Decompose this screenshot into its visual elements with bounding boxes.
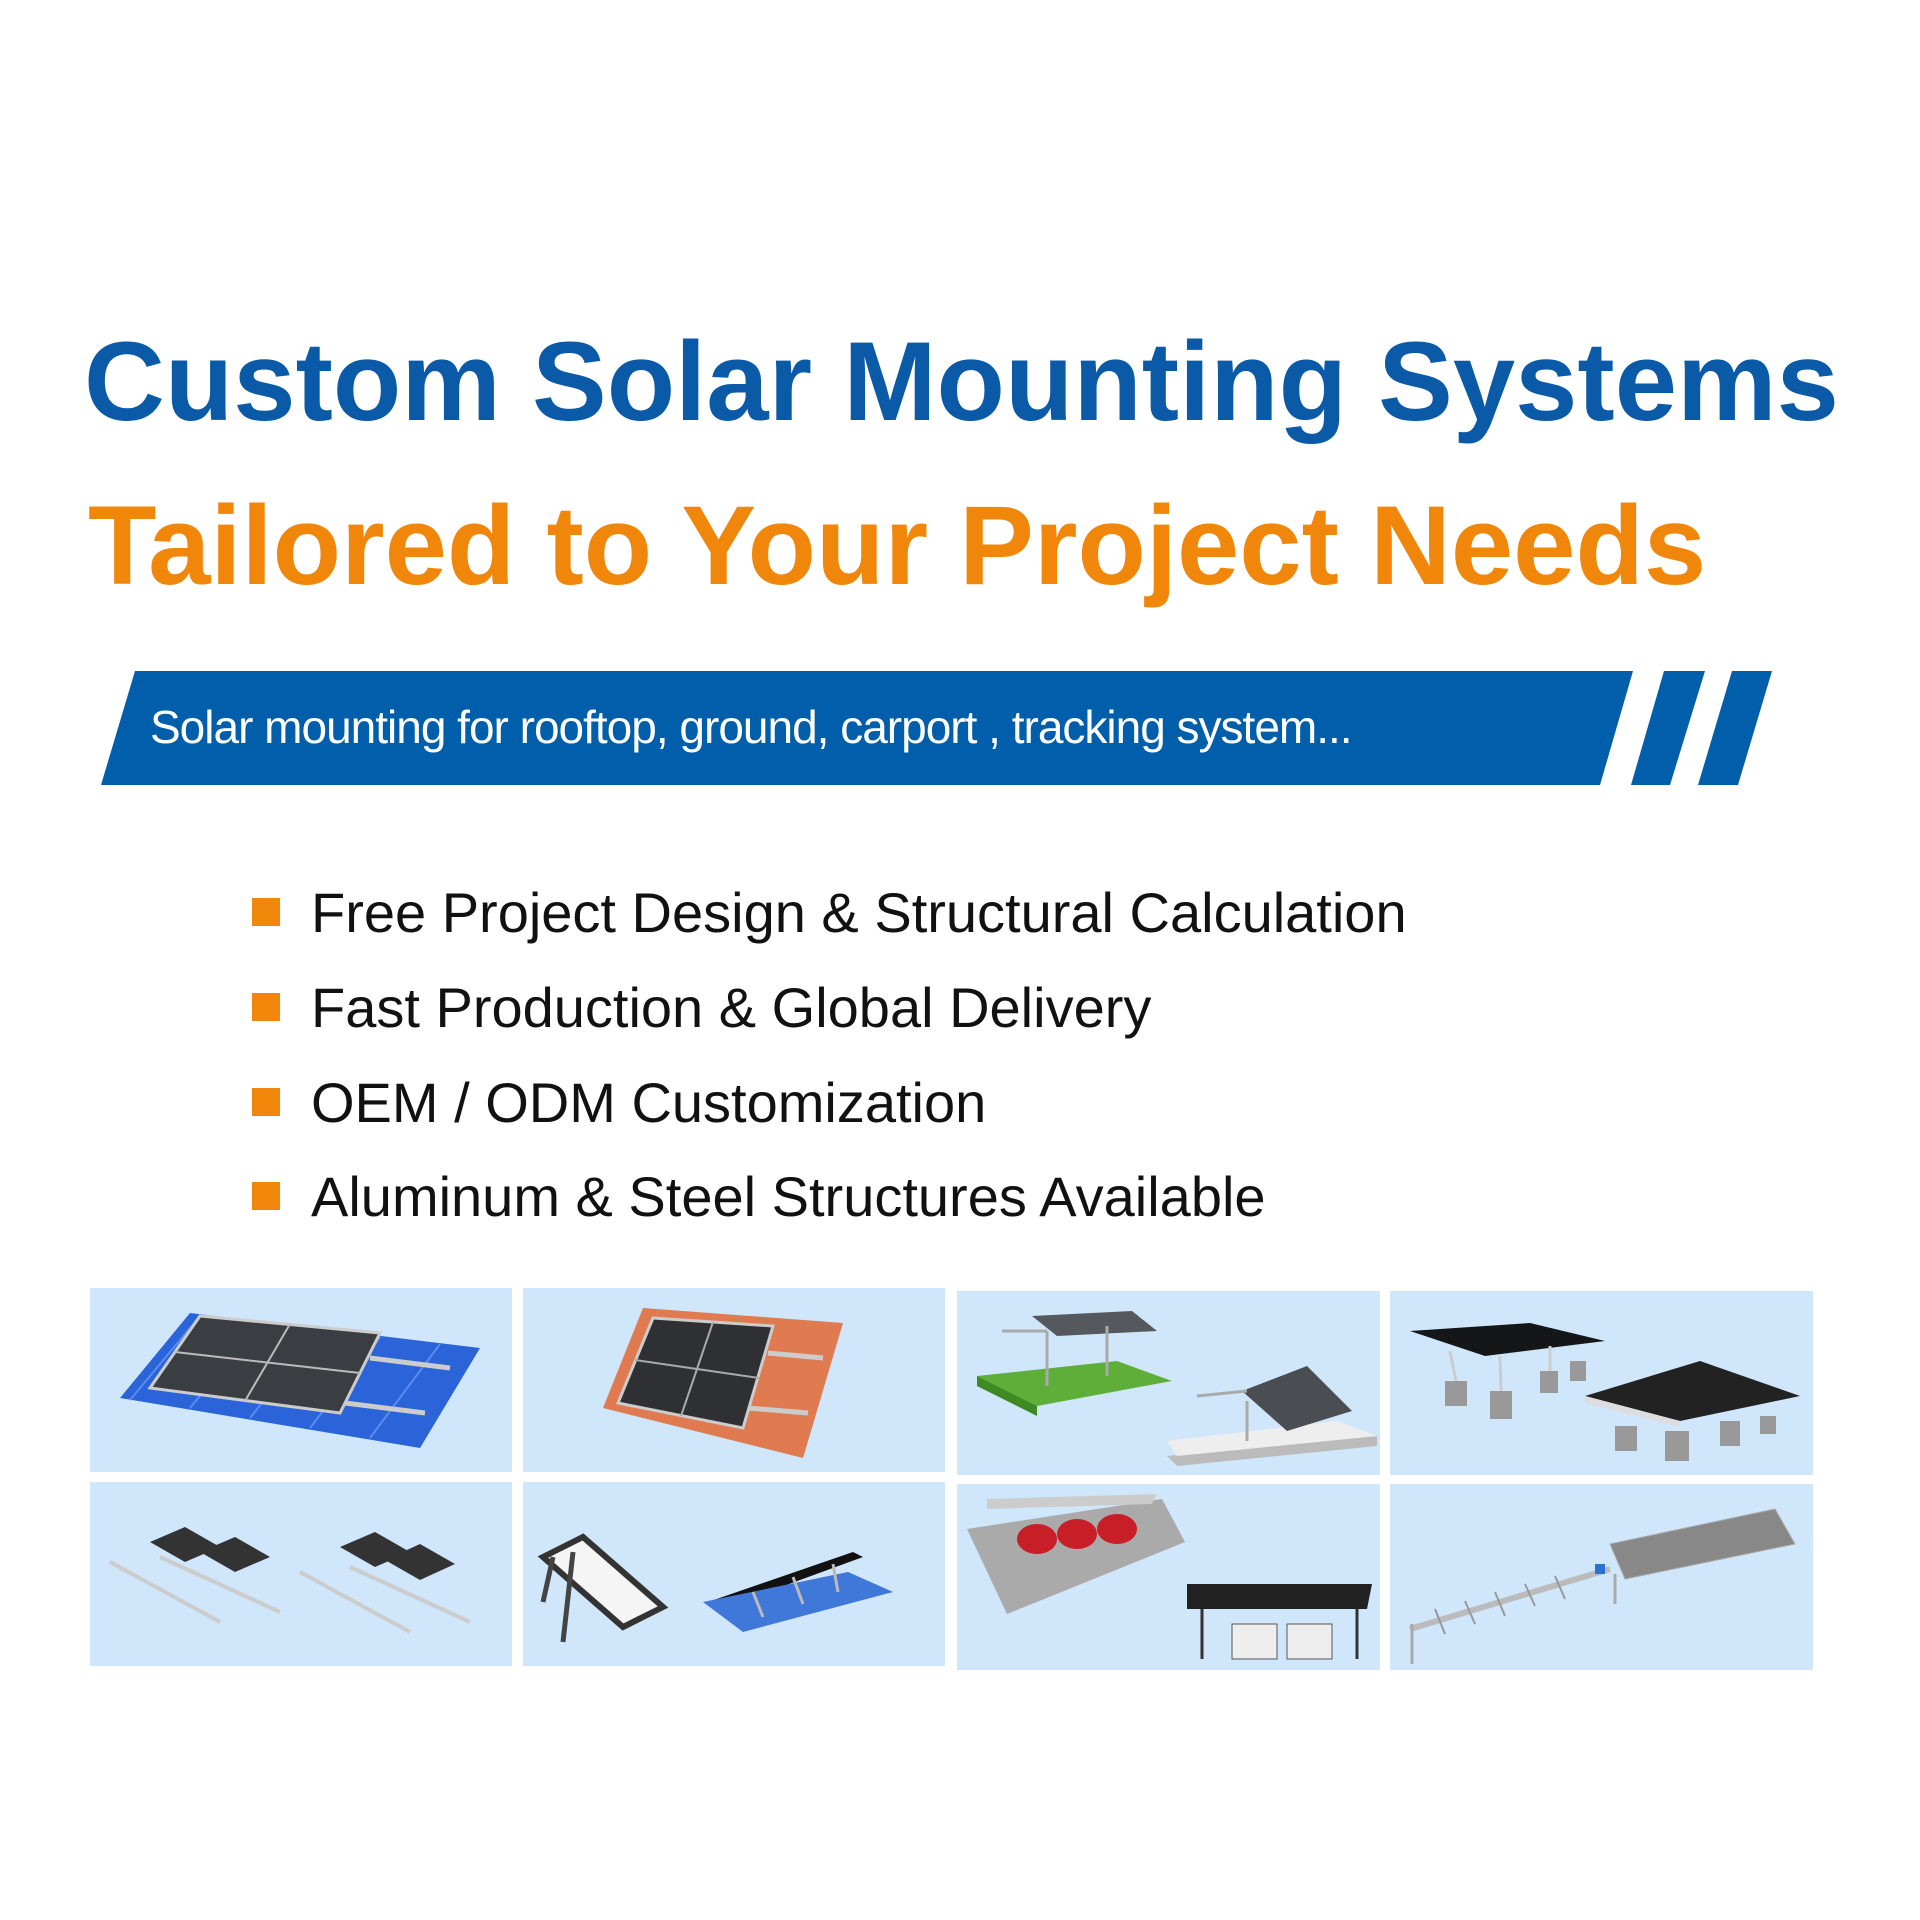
feature-item: OEM / ODM Customization	[252, 1071, 986, 1134]
gallery-tile-ballast-mount	[1390, 1291, 1813, 1475]
gallery-tile-ground-mount	[957, 1291, 1380, 1475]
banner-text: Solar mounting for rooftop, ground, carp…	[150, 701, 1353, 753]
gallery-tile-tile-roof	[523, 1288, 945, 1472]
feature-item: Free Project Design & Structural Calcula…	[252, 881, 1407, 944]
bullet-square-icon	[252, 1182, 280, 1210]
gallery-tile-tracking-system	[1390, 1484, 1813, 1670]
headline-secondary: Tailored to Your Project Needs	[88, 483, 1707, 608]
gallery-tile-flat-roof-ballast	[90, 1482, 512, 1666]
headline-primary: Custom Solar Mounting Systems	[84, 319, 1839, 444]
banner-stripe	[1698, 671, 1772, 785]
gallery-tile-tilt-triangle	[523, 1482, 945, 1666]
bullet-square-icon	[252, 993, 280, 1021]
feature-item: Aluminum & Steel Structures Available	[252, 1165, 1266, 1228]
bullet-square-icon	[252, 898, 280, 926]
bullet-square-icon	[252, 1088, 280, 1116]
banner-stripe	[1631, 671, 1705, 785]
gallery-tile-carport	[957, 1484, 1380, 1670]
gallery-tile-metal-roof	[90, 1288, 512, 1472]
feature-item: Fast Production & Global Delivery	[252, 976, 1151, 1039]
